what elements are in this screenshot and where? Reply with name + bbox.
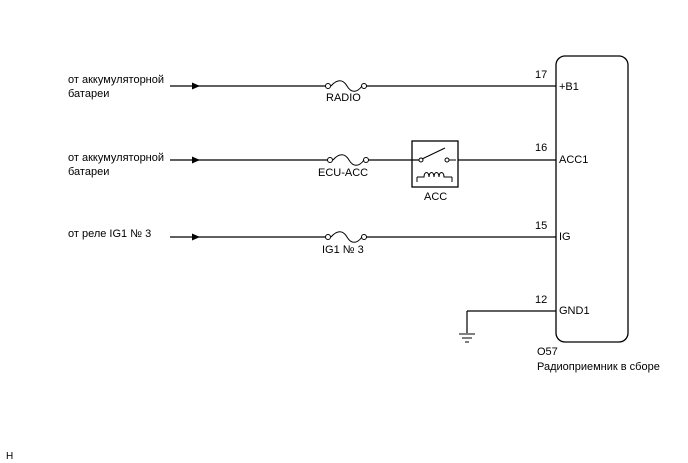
source-2-line1: от аккумуляторной xyxy=(68,152,164,164)
radio-receiver-box xyxy=(555,55,629,343)
pin-17-number: 17 xyxy=(535,69,547,81)
source-3-line1: от реле IG1 № 3 xyxy=(68,228,151,240)
circuit-ig: от реле IG1 № 3 IG1 № 3 15 IG xyxy=(68,220,571,256)
fuse-radio-icon xyxy=(325,80,367,92)
fuse-ecu-acc-icon xyxy=(327,154,369,166)
pin-gnd1-name: GND1 xyxy=(559,305,590,317)
arrow-3-icon xyxy=(192,233,200,241)
source-2-line2: батареи xyxy=(68,166,109,178)
source-1-line2: батареи xyxy=(68,88,109,100)
ground-icon xyxy=(459,333,475,343)
source-1-line1: от аккумуляторной xyxy=(68,74,164,86)
circuit-acc1: от аккумуляторной батареи ECU-ACC ACC 16… xyxy=(68,140,588,203)
fuse-ecu-acc-label: ECU-ACC xyxy=(318,167,368,179)
arrow-1-icon xyxy=(192,82,200,90)
acc-relay-icon xyxy=(411,140,459,188)
fuse-ig1-label: IG1 № 3 xyxy=(322,244,364,256)
pin-acc1-name: ACC1 xyxy=(559,154,588,166)
pin-16-number: 16 xyxy=(535,142,547,154)
connector-description: Радиоприемник в сборе xyxy=(537,361,660,373)
circuit-b1: от аккумуляторной батареи RADIO 17 +B1 xyxy=(68,69,579,104)
corner-mark: H xyxy=(6,451,13,462)
fuse-radio-label: RADIO xyxy=(326,92,361,104)
pin-15-number: 15 xyxy=(535,220,547,232)
fuse-ig1-icon xyxy=(325,231,367,243)
pin-12-number: 12 xyxy=(535,294,547,306)
connector-code: O57 xyxy=(537,346,558,358)
circuit-gnd1: 12 GND1 xyxy=(459,294,590,343)
relay-acc-label: ACC xyxy=(424,191,447,203)
pin-b1-name: +B1 xyxy=(559,81,579,93)
arrow-2-icon xyxy=(192,156,200,164)
pin-ig-name: IG xyxy=(559,231,571,243)
